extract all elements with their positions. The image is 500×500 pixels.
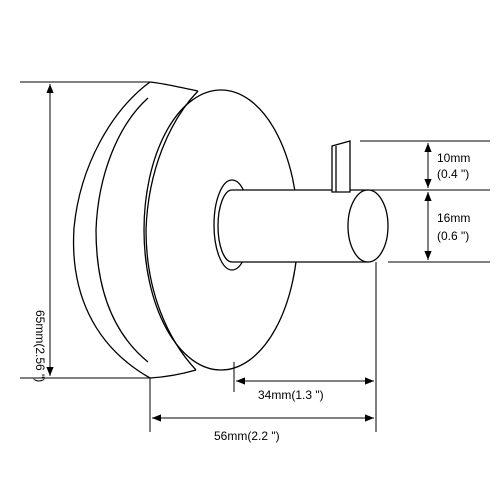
total-height-label: 65mm(2.56 ") bbox=[33, 310, 47, 382]
hook-tab-label-in: (0.4 ") bbox=[437, 167, 469, 181]
dim-pin-length: 34mm(1.3 ") bbox=[233, 262, 377, 432]
pin-diameter-label-in: (0.6 ") bbox=[437, 229, 469, 243]
hook-pin bbox=[213, 140, 389, 271]
dim-right: 10mm (0.4 ") 16mm (0.6 ") bbox=[356, 140, 490, 263]
hook-tab-label-mm: 10mm bbox=[437, 151, 470, 165]
pin-end-cap bbox=[347, 189, 389, 263]
pin-diameter-label-mm: 16mm bbox=[437, 211, 470, 225]
base-plate-inner-rim bbox=[95, 97, 149, 363]
total-depth-label: 56mm(2.2 ") bbox=[214, 429, 280, 443]
front-disc-side bbox=[145, 90, 199, 371]
dim-total-height: 65mm(2.56 ") bbox=[20, 81, 150, 382]
pin-length-label: 34mm(1.3 ") bbox=[258, 388, 324, 402]
hook-tab bbox=[331, 140, 351, 193]
base-plate-bottom-edge bbox=[149, 369, 197, 379]
dim-total-depth: 56mm(2.2 ") bbox=[149, 378, 374, 443]
base-plate-top-edge bbox=[149, 81, 199, 92]
base-plate bbox=[72, 81, 199, 379]
base-plate-outline bbox=[72, 81, 151, 379]
pin-body bbox=[217, 189, 369, 263]
